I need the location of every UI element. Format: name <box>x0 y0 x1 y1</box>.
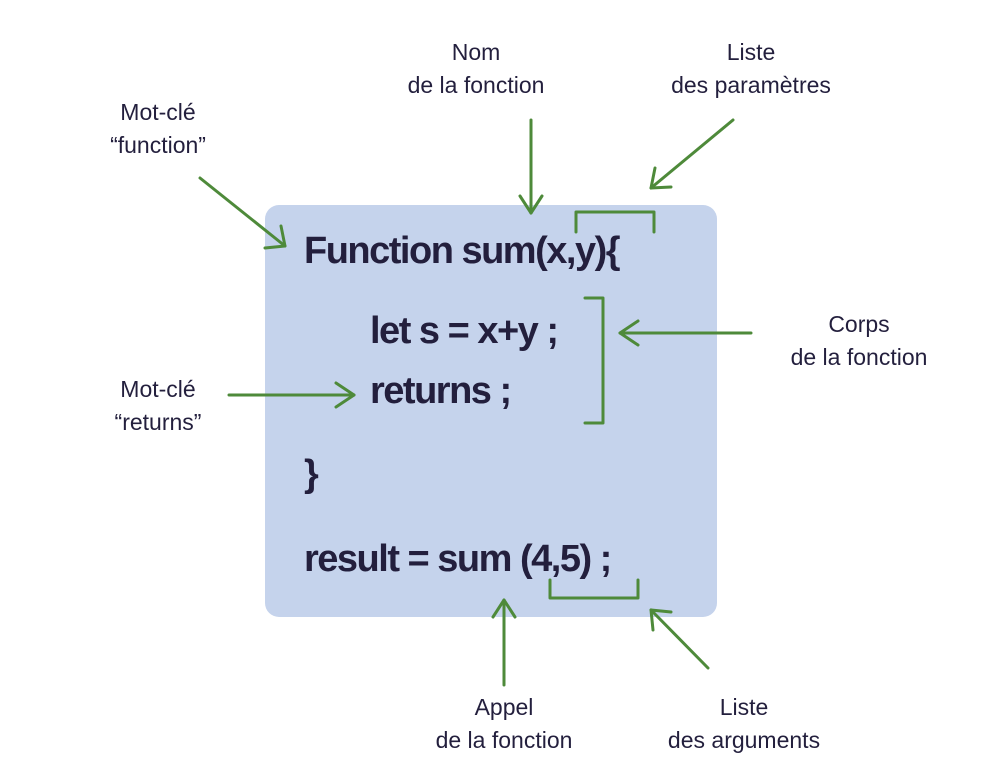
code-line-closing-brace: } <box>304 453 319 495</box>
arrow-argument-list <box>649 608 710 670</box>
label-function-body-line2: de la fonction <box>790 344 928 370</box>
label-returns-keyword-line1: Mot-clé <box>120 376 196 402</box>
label-function-body-line1: Corps <box>828 311 890 337</box>
label-function-name-line2: de la fonction <box>407 72 545 98</box>
arrow-function-name <box>518 118 544 215</box>
label-parameter-list-line2: des paramètres <box>671 72 831 98</box>
label-parameter-list: Liste des paramètres <box>671 36 831 102</box>
arrow-parameter-list <box>649 118 735 190</box>
label-function-name: Nom de la fonction <box>408 36 545 102</box>
code-block <box>265 205 717 617</box>
code-line-function-declaration: Function sum(x,y){ <box>304 230 621 272</box>
label-function-call-line2: de la fonction <box>435 727 573 753</box>
label-function-call-line1: Appel <box>474 694 534 720</box>
label-argument-list-line1: Liste <box>719 694 769 720</box>
label-function-call: Appel de la fonction <box>436 691 573 757</box>
label-returns-keyword-line2: “returns” <box>114 409 202 435</box>
label-function-body: Corps de la fonction <box>791 308 928 374</box>
label-argument-list: Liste des arguments <box>668 691 820 757</box>
code-line-function-call: result = sum (4,5) ; <box>304 538 612 580</box>
label-function-keyword-line2: “function” <box>110 132 206 158</box>
label-function-keyword-line1: Mot-clé <box>120 99 196 125</box>
label-argument-list-line2: des arguments <box>667 727 821 753</box>
label-function-keyword: Mot-clé “function” <box>110 96 206 162</box>
code-line-returns-statement: returns ; <box>370 370 512 412</box>
label-returns-keyword: Mot-clé “returns” <box>115 373 202 439</box>
code-line-let-statement: let s = x+y ; <box>370 310 559 352</box>
label-parameter-list-line1: Liste <box>726 39 776 65</box>
label-function-name-line1: Nom <box>451 39 501 65</box>
